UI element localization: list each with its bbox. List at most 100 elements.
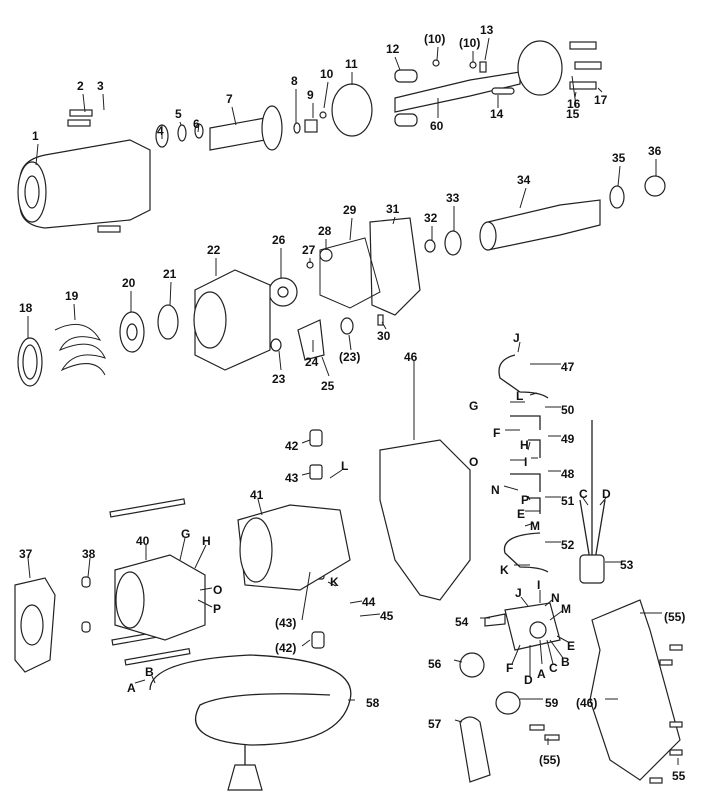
side-handle-57	[459, 716, 491, 783]
label-27: 27	[302, 243, 316, 257]
label-30: 30	[377, 329, 391, 343]
label-7: 7	[226, 92, 233, 106]
label-57: 57	[428, 717, 442, 731]
label-42a: (42)	[275, 641, 296, 655]
label-24: 24	[305, 355, 319, 369]
label-43: 43	[285, 471, 299, 485]
label-12: 12	[386, 42, 400, 56]
part-shapes	[14, 40, 683, 791]
label-42: 42	[285, 439, 299, 453]
label-36: 36	[648, 144, 662, 158]
label-P2: P	[521, 493, 529, 507]
label-15: 15	[566, 107, 580, 121]
label-M2: M	[530, 519, 540, 533]
label-G1: G	[181, 527, 190, 541]
label-20: 20	[122, 276, 136, 290]
label-25: 25	[321, 379, 335, 393]
label-49: 49	[561, 432, 575, 446]
label-56: 56	[428, 657, 442, 671]
label-31: 31	[386, 202, 400, 216]
label-55b: (55)	[664, 610, 685, 624]
label-38: 38	[82, 547, 96, 561]
label-51: 51	[561, 494, 575, 508]
label-B1: B	[145, 665, 154, 679]
label-28: 28	[318, 224, 332, 238]
label-5: 5	[175, 107, 182, 121]
label-F2: F	[493, 426, 500, 440]
label-32: 32	[424, 211, 438, 225]
label-60: 60	[430, 119, 444, 133]
label-54: 54	[455, 615, 469, 629]
label-10: 10	[320, 67, 334, 81]
label-35: 35	[612, 151, 626, 165]
label-45: 45	[380, 609, 394, 623]
label-A1: A	[127, 681, 136, 695]
gasket-29	[319, 237, 381, 309]
label-H2: H	[520, 438, 529, 452]
label-34: 34	[517, 173, 531, 187]
label-I2: I	[524, 455, 527, 469]
label-1: 1	[32, 129, 39, 143]
label-37: 37	[19, 547, 33, 561]
label-47: 47	[561, 360, 575, 374]
label-9: 9	[307, 88, 314, 102]
label-D3: D	[524, 673, 533, 687]
label-26: 26	[272, 233, 286, 247]
spring-19	[54, 323, 106, 376]
label-46: 46	[404, 350, 418, 364]
label-17: 17	[594, 93, 608, 107]
label-O2: O	[469, 455, 478, 469]
label-14: 14	[490, 107, 504, 121]
label-N3: N	[551, 591, 560, 605]
label-46a: (46)	[576, 696, 597, 710]
label-22: 22	[207, 243, 221, 257]
label-C2: C	[579, 487, 588, 501]
label-K2: K	[500, 563, 509, 577]
label-33: 33	[446, 191, 460, 205]
label-2: 2	[77, 79, 84, 93]
label-55a: (55)	[539, 753, 560, 767]
label-G2: G	[469, 399, 478, 413]
label-58: 58	[366, 696, 380, 710]
label-23a: (23)	[339, 350, 360, 364]
label-18: 18	[19, 301, 33, 315]
label-M3: M	[561, 602, 571, 616]
label-19: 19	[65, 289, 79, 303]
label-52: 52	[561, 538, 575, 552]
armature-34	[487, 199, 601, 251]
label-F3: F	[506, 661, 513, 675]
label-40: 40	[136, 534, 150, 548]
cord-58	[149, 654, 352, 770]
label-29: 29	[343, 203, 357, 217]
label-P1: P	[213, 602, 221, 616]
label-J3: J	[515, 586, 522, 600]
label-C3: C	[549, 661, 558, 675]
label-23: 23	[272, 372, 286, 386]
label-N2: N	[491, 483, 500, 497]
label-I3: I	[537, 578, 540, 592]
label-B3: B	[561, 655, 570, 669]
label-11: 11	[345, 57, 358, 71]
handle-46	[379, 439, 471, 601]
label-41: 41	[250, 488, 264, 502]
label-E3: E	[567, 639, 575, 653]
label-O1: O	[213, 583, 222, 597]
label-8: 8	[291, 74, 298, 88]
label-K1: K	[330, 575, 339, 589]
label-59: 59	[545, 696, 559, 710]
label-A3: A	[537, 667, 546, 681]
label-J2: J	[513, 331, 520, 345]
bearing-plate-31	[369, 217, 421, 316]
label-6: 6	[193, 117, 200, 131]
label-44: 44	[362, 595, 376, 609]
label-48: 48	[561, 467, 575, 481]
label-L2: L	[516, 389, 523, 403]
label-D2: D	[602, 487, 611, 501]
label-16: 16	[567, 97, 581, 111]
leader-lines	[27, 37, 679, 765]
label-4: 4	[157, 124, 164, 138]
label-3: 3	[97, 79, 104, 93]
part-labels: 1 2 3 4 5 6 7 8 9 10 11 12 (10) (10) 13 …	[19, 23, 686, 783]
